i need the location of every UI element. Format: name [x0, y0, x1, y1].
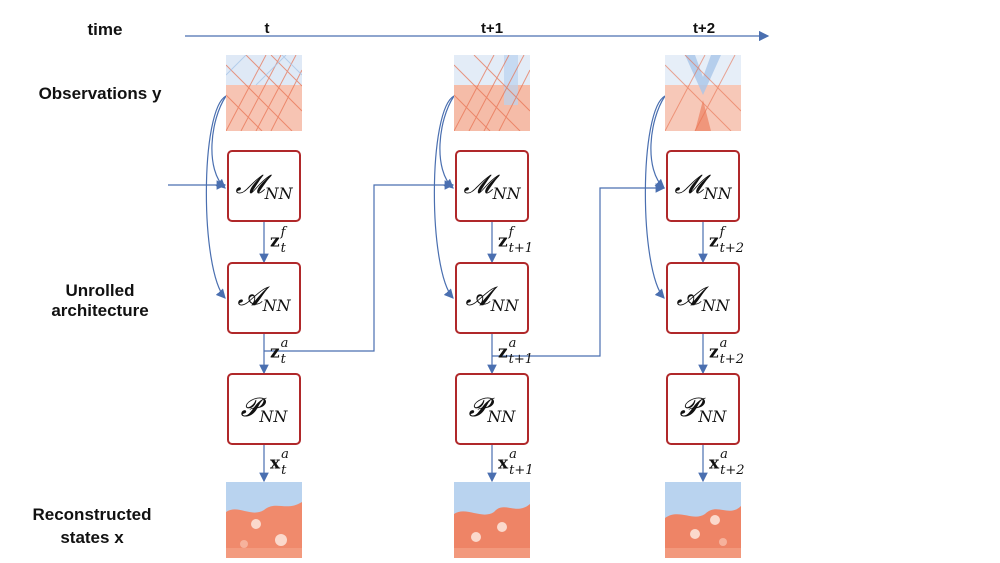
link-col1-to-col2: [264, 180, 455, 352]
assim-sub: NN: [490, 295, 519, 315]
observation-image-t2: [665, 55, 741, 131]
reconstructed-label-line1: Reconstructed: [32, 505, 152, 524]
proj-box-t1: 𝓟NN: [455, 373, 529, 445]
obs-to-m-3: [650, 95, 666, 189]
observation-image-t1: [454, 55, 530, 131]
model-symbol: 𝓜: [674, 169, 704, 200]
reconstructed-label-line2: states x: [60, 528, 124, 547]
proj-sub: NN: [487, 406, 516, 426]
assim-symbol: 𝓐: [676, 281, 702, 312]
observations-label: Observations y: [38, 84, 162, 103]
assim-sub: NN: [701, 295, 730, 315]
assim-sub: NN: [262, 295, 291, 315]
reconstructed-image-t1: [454, 482, 530, 558]
model-box-t2: 𝓜NN: [666, 150, 740, 222]
model-symbol: 𝓜: [463, 169, 493, 200]
proj-box-t2: 𝓟NN: [666, 373, 740, 445]
reconstructed-image-t2: [665, 482, 741, 558]
proj-symbol: 𝓟: [679, 392, 699, 423]
obs-to-m-2: [439, 95, 455, 189]
assim-box-t: 𝓐NN: [227, 262, 301, 334]
obs-to-m-1: [211, 95, 227, 189]
model-sub: NN: [264, 183, 293, 203]
proj-sub: NN: [698, 406, 727, 426]
time-tick-t: t: [264, 20, 270, 37]
proj-box-t: 𝓟NN: [227, 373, 301, 445]
assim-box-t1: 𝓐NN: [455, 262, 529, 334]
link-col2-to-col3: [492, 183, 666, 357]
unrolled-label-line2: architecture: [51, 301, 149, 320]
obs-bypass-2: [433, 95, 455, 299]
proj-sub: NN: [259, 406, 288, 426]
model-box-t: 𝓜NN: [227, 150, 301, 222]
time-label: time: [87, 20, 123, 39]
model-box-t1: 𝓜NN: [455, 150, 529, 222]
time-tick-t2: t+2: [692, 20, 716, 37]
obs-bypass-1: [205, 95, 227, 299]
model-sub: NN: [703, 183, 732, 203]
observation-image-t: [226, 55, 302, 131]
assim-symbol: 𝓐: [237, 281, 263, 312]
proj-symbol: 𝓟: [240, 392, 260, 423]
model-sub: NN: [492, 183, 521, 203]
time-tick-t1: t+1: [480, 20, 504, 37]
proj-symbol: 𝓟: [468, 392, 488, 423]
model-symbol: 𝓜: [235, 169, 265, 200]
assim-box-t2: 𝓐NN: [666, 262, 740, 334]
reconstructed-image-t: [226, 482, 302, 558]
assim-symbol: 𝓐: [465, 281, 491, 312]
unrolled-label-line1: Unrolled: [65, 281, 135, 300]
obs-bypass-3: [644, 95, 666, 299]
